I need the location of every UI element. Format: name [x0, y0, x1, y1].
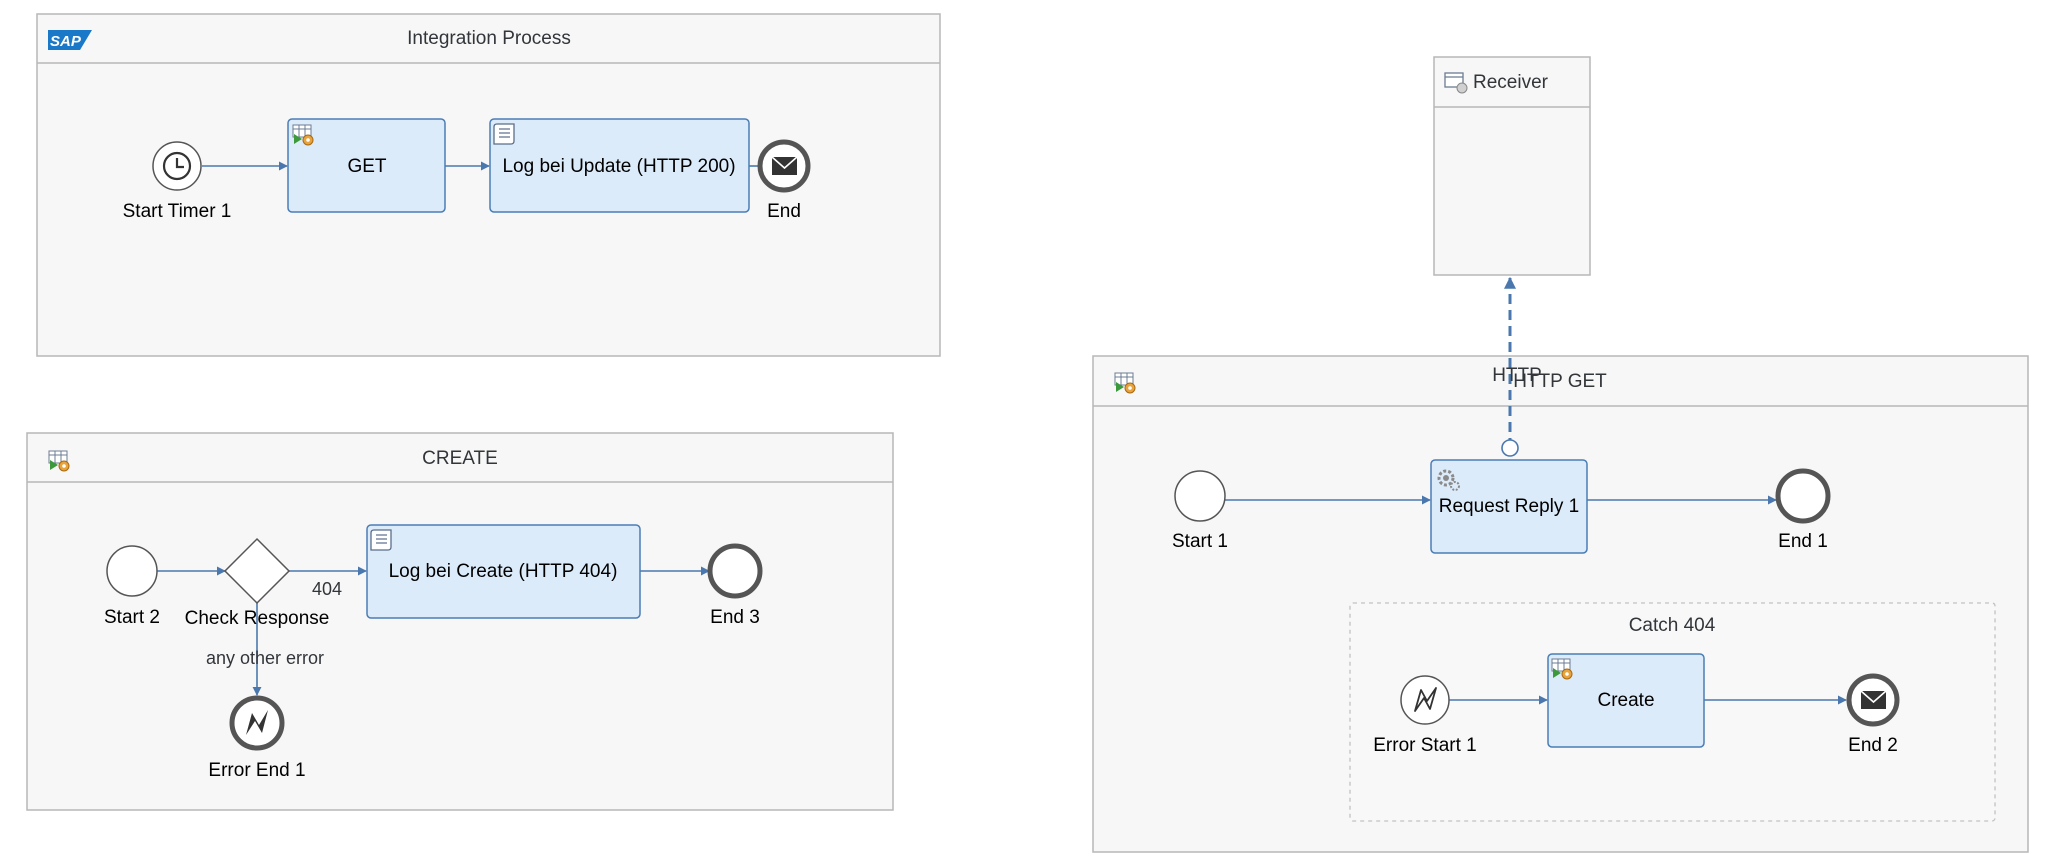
clock-icon [162, 151, 192, 181]
start-1-label: Start 1 [1172, 531, 1228, 552]
error-start-event[interactable] [1400, 675, 1450, 725]
pool-title-integration: Integration Process [407, 28, 571, 49]
error-start-label: Error Start 1 [1373, 735, 1476, 756]
sap-logo-icon: SAP [48, 30, 92, 50]
script-icon [370, 529, 392, 551]
receiver-title: Receiver [1473, 72, 1549, 93]
message-end-event[interactable] [757, 139, 811, 193]
process-call-icon [292, 124, 314, 146]
task-log-update[interactable]: Log bei Update (HTTP 200) [489, 118, 750, 213]
end-2-label: End 2 [1848, 735, 1898, 756]
task-get-label: GET [347, 156, 386, 177]
task-log-create-label: Log bei Create (HTTP 404) [389, 561, 618, 582]
http-connection[interactable] [1501, 276, 1519, 457]
process-call-icon [1551, 658, 1573, 680]
task-request-reply[interactable]: Request Reply 1 [1430, 459, 1588, 554]
receiver-system-icon [1444, 72, 1468, 94]
process-call-icon [48, 450, 70, 472]
end-event-3[interactable] [707, 543, 763, 599]
edges-http-get [1225, 495, 1847, 705]
gateway-check-response[interactable] [223, 537, 291, 605]
start-timer-event[interactable] [152, 141, 202, 191]
envelope-icon [771, 156, 798, 175]
start-2-label: Start 2 [104, 607, 160, 628]
subprocess-title: Catch 404 [1629, 615, 1716, 636]
gear-icon [1437, 469, 1460, 491]
error-end-label: Error End 1 [208, 760, 305, 781]
start-timer-label: Start Timer 1 [123, 201, 232, 222]
envelope-icon [1860, 690, 1887, 709]
http-connection-label: HTTP [1492, 365, 1542, 386]
pool-title-create: CREATE [422, 448, 498, 469]
start-event-2[interactable] [106, 545, 158, 597]
pool-create[interactable]: CREATE [26, 432, 894, 811]
error-bolt-icon [1414, 687, 1437, 712]
receiver-participant[interactable]: Receiver [1433, 56, 1591, 276]
message-end-event-2[interactable] [1846, 673, 1900, 727]
process-call-icon [1114, 372, 1136, 394]
task-log-update-label: Log bei Update (HTTP 200) [502, 156, 735, 177]
end-1-label: End 1 [1778, 531, 1828, 552]
pool-title-http-get: HTTP GET [1513, 371, 1607, 392]
script-icon [493, 123, 515, 145]
task-log-create[interactable]: Log bei Create (HTTP 404) [366, 524, 641, 619]
task-create-label: Create [1597, 690, 1654, 711]
end-event-1[interactable] [1775, 468, 1831, 524]
task-create[interactable]: Create [1547, 653, 1705, 748]
edges-create [157, 566, 710, 696]
error-bolt-icon [246, 710, 268, 735]
task-request-reply-label: Request Reply 1 [1439, 496, 1579, 517]
error-end-event[interactable] [229, 695, 285, 751]
gateway-label: Check Response [185, 608, 330, 629]
start-event-1[interactable] [1174, 470, 1226, 522]
task-get[interactable]: GET [287, 118, 446, 213]
end-3-label: End 3 [710, 607, 760, 628]
sap-logo-text: SAP [50, 33, 82, 50]
end-label: End [767, 201, 801, 222]
route-404-label: 404 [312, 579, 342, 599]
route-other-error-label: any other error [206, 648, 324, 668]
